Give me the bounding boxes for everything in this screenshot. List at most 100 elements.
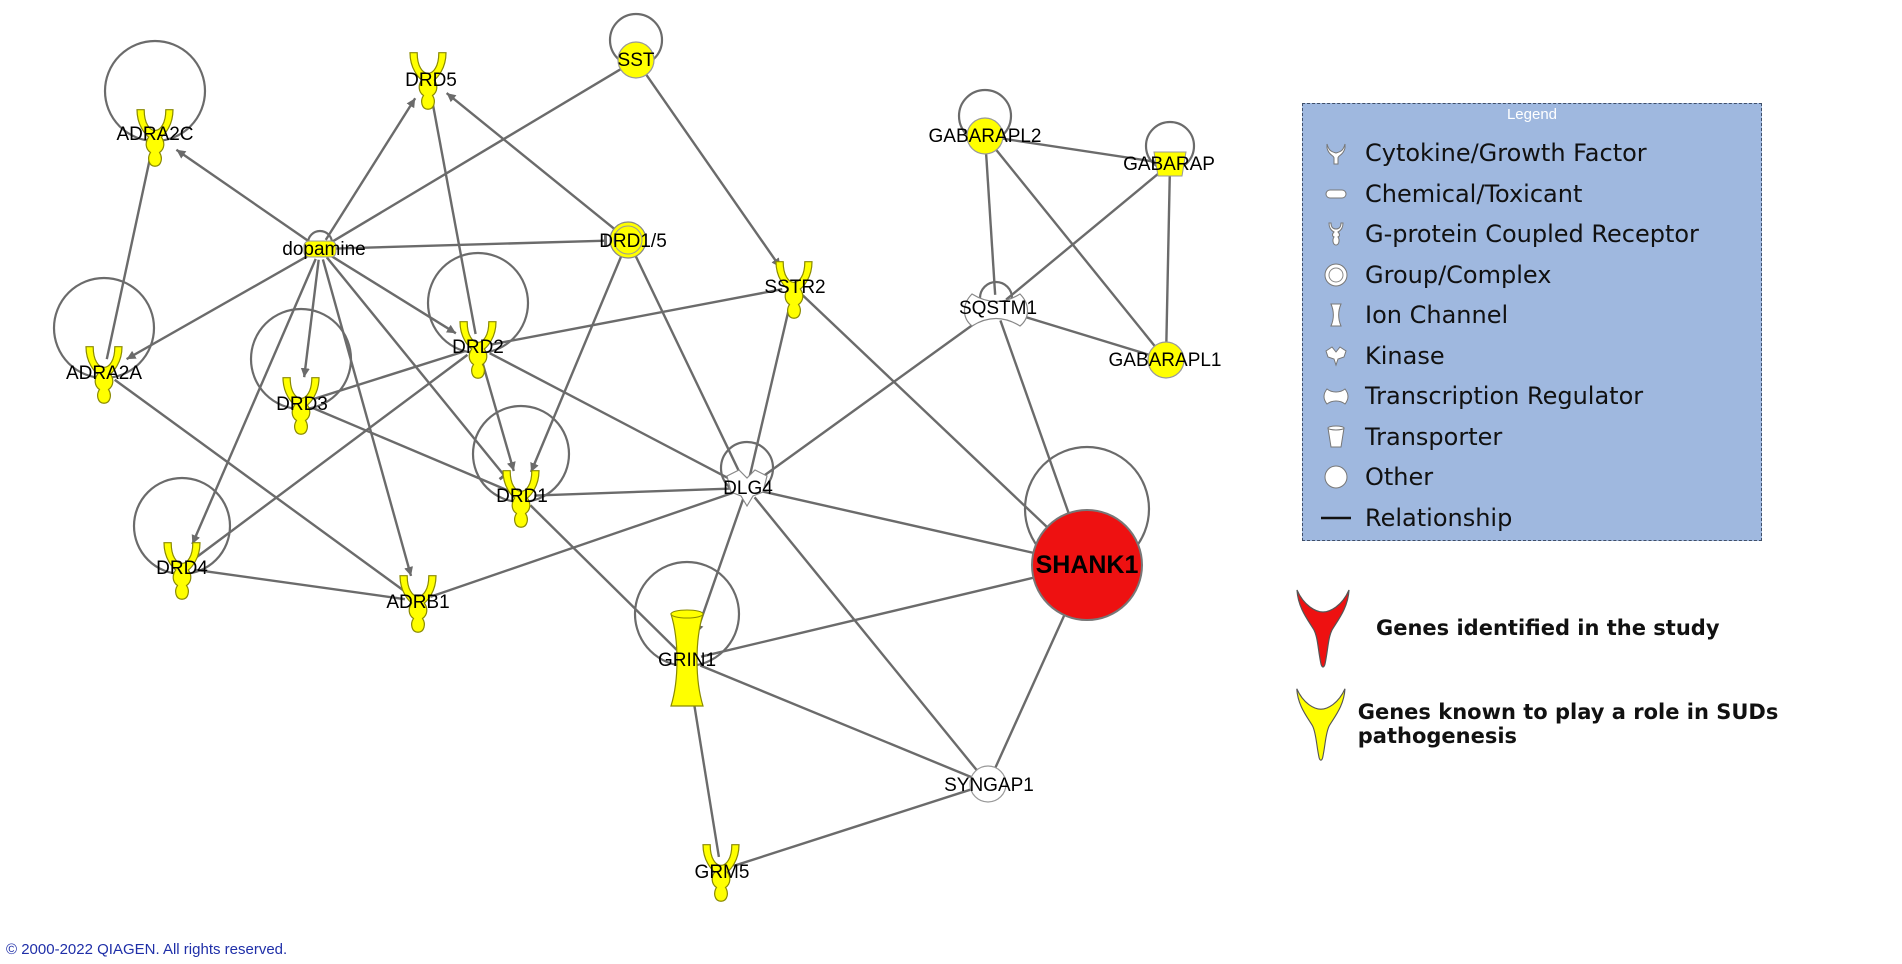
node-label: GRM5 [695,862,750,883]
node-label: DLG4 [723,478,773,499]
v-shape-icon [1296,589,1350,668]
edge-shank1-grin1 [700,571,1056,658]
node-grin1[interactable]: GRIN1 [658,609,716,707]
node-sqstm1[interactable]: SQSTM1 [959,293,1037,327]
node-gabarap[interactable]: GABARAP [1123,151,1215,177]
legend-item-label: Other [1365,463,1434,491]
edge-sstr2-dlg4 [748,298,793,477]
node-label: SHANK1 [1036,551,1139,579]
legend-item-label: Kinase [1365,341,1445,370]
edge-dopamine-drd1_5 [330,234,608,250]
edge-drd3-drd1 [312,407,510,492]
key-study-genes: Genes identified in the study [1294,586,1720,670]
node-gabarapl2[interactable]: GABARAPL2 [929,117,1042,155]
node-label: DRD1 [496,486,548,507]
node-shank1[interactable]: SHANK1 [1031,509,1143,621]
edge-drd4-adrb1 [194,568,406,601]
node-dlg4[interactable]: DLG4 [723,469,773,508]
legend-item-label: Relationship [1365,503,1513,532]
node-adrb1[interactable]: ADRB1 [386,575,450,633]
key-suds-genes: Genes known to play a role in SUDs patho… [1294,682,1902,766]
v-shape-icon [1296,688,1346,761]
legend-item-transporter: Transporter [1321,419,1502,455]
node-gabarapl1[interactable]: GABARAPL1 [1109,341,1222,379]
edge-shank1-syngap1 [991,594,1075,775]
gpcr-icon [1321,219,1351,249]
edge-adra2c-adra2a [105,147,154,360]
edge-sstr2-drd2 [490,288,783,346]
relationship-icon [1321,503,1351,533]
edge-syngap1-grm5 [733,786,979,868]
node-label: SST [618,50,655,71]
node-label: DRD3 [276,394,328,415]
edge-sqstm1-gabarapl1 [1008,310,1157,358]
legend-item-other: Other [1321,459,1433,495]
copyright-notice: © 2000-2022 QIAGEN. All rights reserved. [6,941,288,958]
edge-dlg4-sqstm1 [756,314,987,482]
edge-drd1_5-drd1 [529,249,625,473]
edge-grin1-syngap1 [699,664,979,781]
legend-item-cytokine: Cytokine/Growth Factor [1321,135,1647,171]
edge-dopamine-adrb1 [321,259,413,577]
edge-dlg4-grin1 [694,498,745,634]
cytokine-icon [1321,138,1351,168]
legend-item-group: Group/Complex [1321,257,1551,293]
legend-item-relationship: Relationship [1321,500,1512,536]
node-label: DRD2 [452,337,504,358]
node-label: DRD1/5 [599,231,667,252]
edge-dopamine-drd3 [300,259,320,378]
node-label: ADRA2A [66,363,142,384]
legend-item-transcription-regulator: Transcription Regulator [1321,378,1643,414]
node-drd5[interactable]: DRD5 [405,52,457,110]
node-label: SQSTM1 [959,298,1037,319]
node-syngap1[interactable]: SYNGAP1 [944,765,1034,803]
edge-gabarap-gabarapl1 [1165,174,1171,350]
node-drd2[interactable]: DRD2 [452,321,504,379]
edge-drd1-grin1 [529,504,678,651]
edge-drd2-drd4 [191,353,469,562]
node-dopamine[interactable]: dopamine [282,239,365,260]
node-sstr2[interactable]: SSTR2 [764,261,826,319]
node-drd3[interactable]: DRD3 [276,377,328,435]
edge-sst-dopamine [328,64,628,245]
node-drd1[interactable]: DRD1 [496,470,548,528]
node-drd4[interactable]: DRD4 [156,542,208,600]
legend-item-gpcr: G-protein Coupled Receptor [1321,216,1699,252]
legend-item-kinase: Kinase [1321,338,1445,374]
edge-dopamine-drd5 [324,97,417,241]
edge-sqstm1-shank1 [999,320,1078,535]
node-grm5[interactable]: GRM5 [695,844,750,902]
node-drd1-5[interactable]: DRD1/5 [599,221,667,259]
edge-dopamine-drd4 [191,258,317,545]
legend-item-label: Ion Channel [1365,301,1509,329]
transporter-icon [1321,422,1351,452]
edge-drd2-drd1 [480,359,516,472]
legend-item-chemical: Chemical/Toxicant [1321,176,1582,212]
node-adra2c[interactable]: ADRA2C [116,109,194,167]
node-label: ADRB1 [386,592,449,613]
edge-drd2-dlg4 [489,352,737,484]
edge-dopamine-adra2a [125,253,312,361]
edge-gabarap-sqstm1 [1005,169,1163,301]
edge-drd2-drd3 [313,349,466,401]
legend-item-label: Chemical/Toxicant [1365,179,1583,208]
edge-dopamine-adra2c [175,148,312,244]
node-label: GABARAPL1 [1109,350,1222,371]
other-icon [1321,462,1351,492]
node-label: dopamine [282,239,365,260]
ion-channel-icon [1321,300,1351,330]
node-adra2a[interactable]: ADRA2A [66,346,142,404]
edge-gabarapl2-gabarapl1 [990,143,1161,353]
edge-dopamine-drd2 [328,253,457,335]
legend-title: Legend [1506,106,1558,123]
node-label: GABARAPL2 [929,126,1042,147]
node-sst[interactable]: SST [617,41,655,79]
edge-gabarapl2-gabarap [995,136,1160,164]
edge-dlg4-syngap1 [753,496,983,777]
legend-item-label: Group/Complex [1365,260,1552,289]
node-label: DRD5 [405,70,457,91]
edge-drd1-dlg4 [534,487,736,497]
edge-adra2a-adrb1 [113,378,409,595]
